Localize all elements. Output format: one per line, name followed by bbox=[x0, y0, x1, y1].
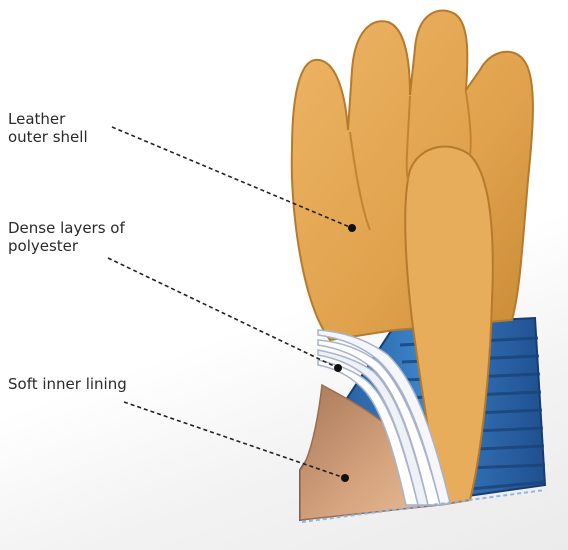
label-soft-inner-lining: Soft inner lining bbox=[8, 375, 127, 393]
leader-dot-lining bbox=[341, 474, 349, 482]
leader-dot-polyester bbox=[334, 364, 342, 372]
label-leather-outer-shell: Leather outer shell bbox=[8, 110, 88, 146]
leader-dot-leather bbox=[348, 224, 356, 232]
label-dense-layers-polyester: Dense layers of polyester bbox=[8, 219, 125, 255]
